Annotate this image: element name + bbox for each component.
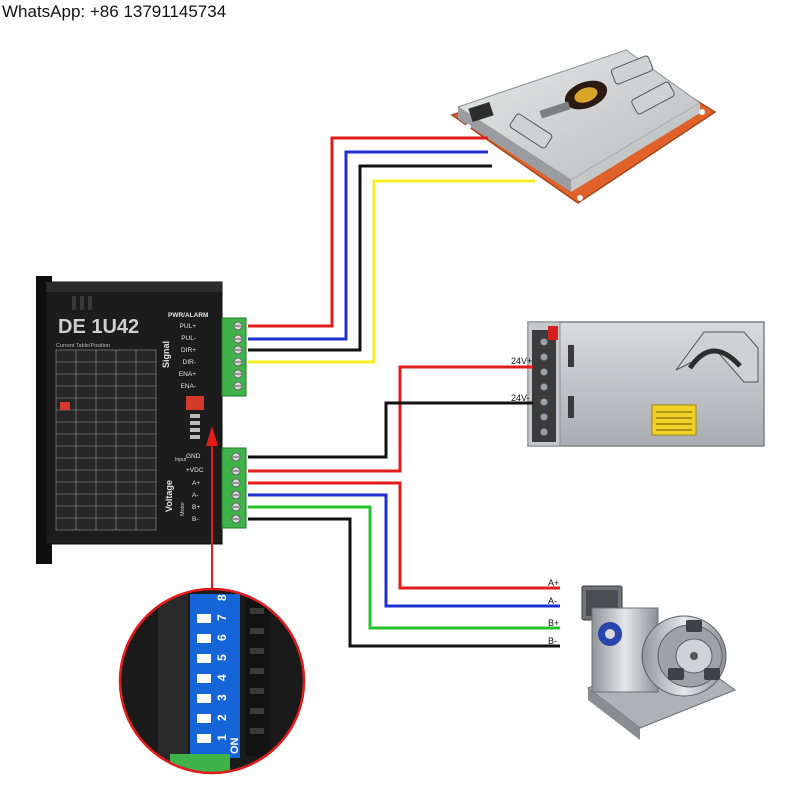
dip-switch-zoom: 1 2 3 4 5 6 7 8 ON (118, 587, 306, 775)
pin-label-ena-plus: ENA+ (179, 371, 196, 378)
dip-on-label: ON (229, 737, 241, 754)
wire-b-minus-black (248, 517, 560, 648)
dip-number-8: 8 (215, 594, 229, 601)
wire-b-plus-green (248, 505, 560, 630)
power-terminal-block (221, 447, 247, 529)
stepper-driver: DE 1U42 Current Table/Position PWR/ALARM… (36, 276, 223, 564)
psu-terminal-minus: 24V- (511, 393, 530, 403)
pin-label-vdc: +VDC (186, 467, 204, 474)
driver-pwr-alarm: PWR/ALARM (168, 312, 208, 319)
pin-label-dir-minus: DIR- (183, 359, 196, 366)
dip-number-3: 3 (215, 694, 229, 701)
pin-label-gnd: GND (186, 453, 201, 460)
pin-label-ena-minus: ENA- (180, 383, 196, 390)
dip-number-6: 6 (215, 634, 229, 641)
dip-number-7: 7 (215, 614, 229, 621)
driver-table-title: Current Table/Position (56, 343, 110, 349)
laser-controller-board (450, 49, 717, 204)
motor-label-b-plus: B+ (548, 618, 559, 628)
rotary-chuck-motor (581, 585, 737, 740)
wire-pul-plus-red (248, 136, 488, 328)
pin-label-pul-plus: PUL+ (180, 323, 197, 330)
pin-label-pul-minus: PUL- (181, 335, 196, 342)
whatsapp-contact: WhatsApp: +86 13791145734 (2, 2, 227, 21)
driver-model: DE 1U42 (58, 316, 139, 338)
motor-label-a-plus: A+ (548, 578, 559, 588)
wire-dir-plus-black (248, 164, 492, 352)
pin-label-a-plus: A+ (192, 480, 200, 487)
pin-label-b-minus: B- (192, 516, 199, 523)
motor-label-b-minus: B- (548, 636, 557, 646)
driver-motor-label: Motor (180, 502, 186, 516)
psu-terminal-plus: 24V+ (511, 356, 532, 366)
driver-input-label: Input (175, 457, 187, 463)
wire-dir-minus-yellow (248, 179, 535, 364)
signal-terminal-block (221, 317, 247, 397)
power-supply (527, 321, 765, 447)
driver-voltage-section: Voltage (164, 480, 174, 512)
wire-pul-minus-blue (248, 150, 488, 341)
dip-number-5: 5 (215, 654, 229, 661)
wires (248, 136, 560, 648)
pin-label-dir-plus: DIR+ (181, 347, 196, 354)
wire-a-plus-red (248, 481, 560, 590)
dip-number-1: 1 (215, 734, 229, 741)
pin-label-b-plus: B+ (192, 504, 200, 511)
current-table (55, 349, 157, 531)
dip-number-4: 4 (215, 674, 229, 681)
wire-a-minus-blue (248, 493, 560, 608)
dip-number-2: 2 (215, 714, 229, 721)
driver-signal-section: Signal (161, 341, 171, 368)
wire-vdc-red (248, 365, 533, 473)
wire-gnd-black (248, 401, 533, 459)
zoom-pointer (206, 426, 218, 588)
pin-label-a-minus: A- (192, 492, 199, 499)
motor-label-a-minus: A- (548, 596, 557, 606)
